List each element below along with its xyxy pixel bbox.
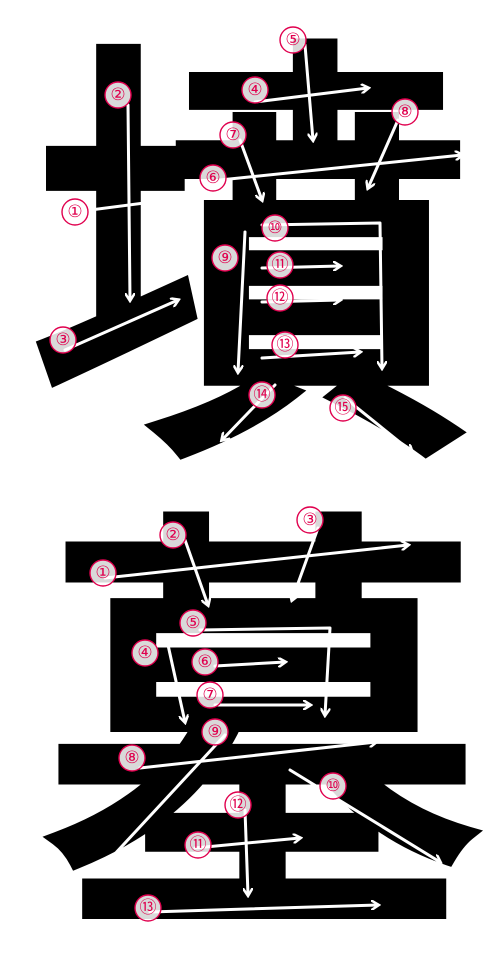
svg-text:⑧: ⑧ xyxy=(397,102,412,122)
kanji-1-number-4: ④ xyxy=(241,76,269,104)
svg-text:⑤: ⑤ xyxy=(285,30,300,50)
kanji-2-number-4: ④ xyxy=(131,639,159,667)
kanji-1-stroke-arrows xyxy=(63,43,462,452)
kanji-2-arrow-4 xyxy=(166,643,185,722)
kanji-2-number-6: ⑥ xyxy=(191,648,219,676)
svg-text:⑫: ⑫ xyxy=(272,288,289,308)
svg-text:⑥: ⑥ xyxy=(197,652,212,672)
kanji-1-arrow-3 xyxy=(63,300,178,352)
svg-text:⑤: ⑤ xyxy=(185,613,200,633)
svg-text:①: ① xyxy=(67,202,82,222)
kanji-1-arrow-6 xyxy=(218,155,462,182)
svg-text:⑪: ⑪ xyxy=(272,255,289,275)
kanji-2-arrow-6 xyxy=(213,662,285,668)
kanji-2-number-7: ⑦ xyxy=(196,681,224,709)
kanji-1-number-8: ⑧ xyxy=(391,98,419,126)
kanji-1-number-13: ⑬ xyxy=(271,331,299,359)
kanji-2-number-9: ⑨ xyxy=(201,718,229,746)
kanji-1-number-10: ⑩ xyxy=(261,214,289,242)
kanji-1-number-5: ⑤ xyxy=(279,26,307,54)
kanji-1-arrow-2 xyxy=(128,103,130,300)
kanji-1-arrow-4 xyxy=(253,88,368,104)
svg-text:⑮: ⑮ xyxy=(335,398,352,418)
kanji-2-number-2: ② xyxy=(159,521,187,549)
kanji-2-number-5: ⑤ xyxy=(179,609,207,637)
svg-text:③: ③ xyxy=(302,510,317,530)
kanji-2-arrow-13 xyxy=(148,905,378,914)
kanji-2-stroke-arrows xyxy=(100,526,440,914)
svg-text:⑭: ⑭ xyxy=(254,385,271,405)
kanji-1: 墳 ① ② ③ ④ ⑤ ⑥ ⑦ ⑧ ⑨ xyxy=(30,2,470,519)
kanji-1-arrow-10 xyxy=(260,221,382,368)
kanji-1-number-9: ⑨ xyxy=(211,244,239,272)
kanji-2-arrow-10 xyxy=(288,768,440,862)
kanji-2-stroke-numbers: ① ② ③ ④ ⑤ ⑥ ⑦ ⑧ ⑨ ⑩ ⑪ ⑫ ⑬ xyxy=(89,506,347,922)
kanji-1-arrow-8 xyxy=(368,118,400,188)
kanji-1-arrow-5 xyxy=(303,43,313,140)
kanji-1-number-12: ⑫ xyxy=(266,284,294,312)
kanji-2-arrow-12 xyxy=(245,808,248,895)
svg-text:⑫: ⑫ xyxy=(230,795,247,815)
kanji-1-number-2: ② xyxy=(104,81,132,109)
kanji-2-number-1: ① xyxy=(89,559,117,587)
kanji-1-number-1: ① xyxy=(61,198,89,226)
kanji-2-number-11: ⑪ xyxy=(184,831,212,859)
svg-text:⑦: ⑦ xyxy=(225,125,240,145)
kanji-1-arrow-7 xyxy=(238,138,262,200)
svg-text:⑨: ⑨ xyxy=(207,722,222,742)
svg-text:③: ③ xyxy=(55,330,70,350)
kanji-2-arrow-3 xyxy=(292,526,320,600)
svg-text:①: ① xyxy=(95,563,110,583)
svg-text:②: ② xyxy=(110,85,125,105)
kanji-1-number-3: ③ xyxy=(49,326,77,354)
kanji-1-number-11: ⑪ xyxy=(266,251,294,279)
svg-text:⑦: ⑦ xyxy=(202,685,217,705)
svg-text:⑬: ⑬ xyxy=(140,898,157,918)
kanji-1-arrow-13 xyxy=(260,352,360,360)
kanji-2-arrow-9 xyxy=(100,733,227,870)
kanji-1-number-15: ⑮ xyxy=(329,394,357,422)
kanji-1-number-14: ⑭ xyxy=(248,381,276,409)
kanji-2: 墓 ① ② ③ ④ ⑤ ⑥ ⑦ ⑧ ⑨ ⑩ ⑪ xyxy=(42,475,489,966)
kanji-2-number-8: ⑧ xyxy=(118,744,146,772)
kanji-1-stroke-numbers: ① ② ③ ④ ⑤ ⑥ ⑦ ⑧ ⑨ ⑩ ⑪ ⑫ ⑬ ⑭ ⑮ xyxy=(49,26,419,422)
kanji-2-number-10: ⑩ xyxy=(319,772,347,800)
svg-text:④: ④ xyxy=(137,643,152,663)
svg-text:⑬: ⑬ xyxy=(277,335,294,355)
kanji-2-number-12: ⑫ xyxy=(224,791,252,819)
svg-text:⑪: ⑪ xyxy=(190,835,207,855)
kanji-2-number-3: ③ xyxy=(296,506,324,534)
svg-text:⑨: ⑨ xyxy=(217,248,232,268)
kanji-1-arrow-9 xyxy=(238,230,247,372)
kanji-2-arrow-1 xyxy=(103,545,408,580)
kanji-1-number-6: ⑥ xyxy=(199,164,227,192)
svg-text:④: ④ xyxy=(247,80,262,100)
svg-text:⑥: ⑥ xyxy=(205,168,220,188)
kanji-2-arrow-5 xyxy=(198,626,332,715)
svg-text:⑩: ⑩ xyxy=(325,776,340,796)
kanji-2-number-13: ⑬ xyxy=(134,894,162,922)
svg-text:②: ② xyxy=(165,525,180,545)
kanji-2-glyph: 墓 xyxy=(42,475,489,966)
kanji-2-arrow-8 xyxy=(138,742,376,770)
svg-text:⑩: ⑩ xyxy=(267,218,282,238)
kanji-1-number-7: ⑦ xyxy=(219,121,247,149)
kanji-2-arrow-2 xyxy=(183,538,208,605)
svg-text:⑧: ⑧ xyxy=(124,748,139,768)
